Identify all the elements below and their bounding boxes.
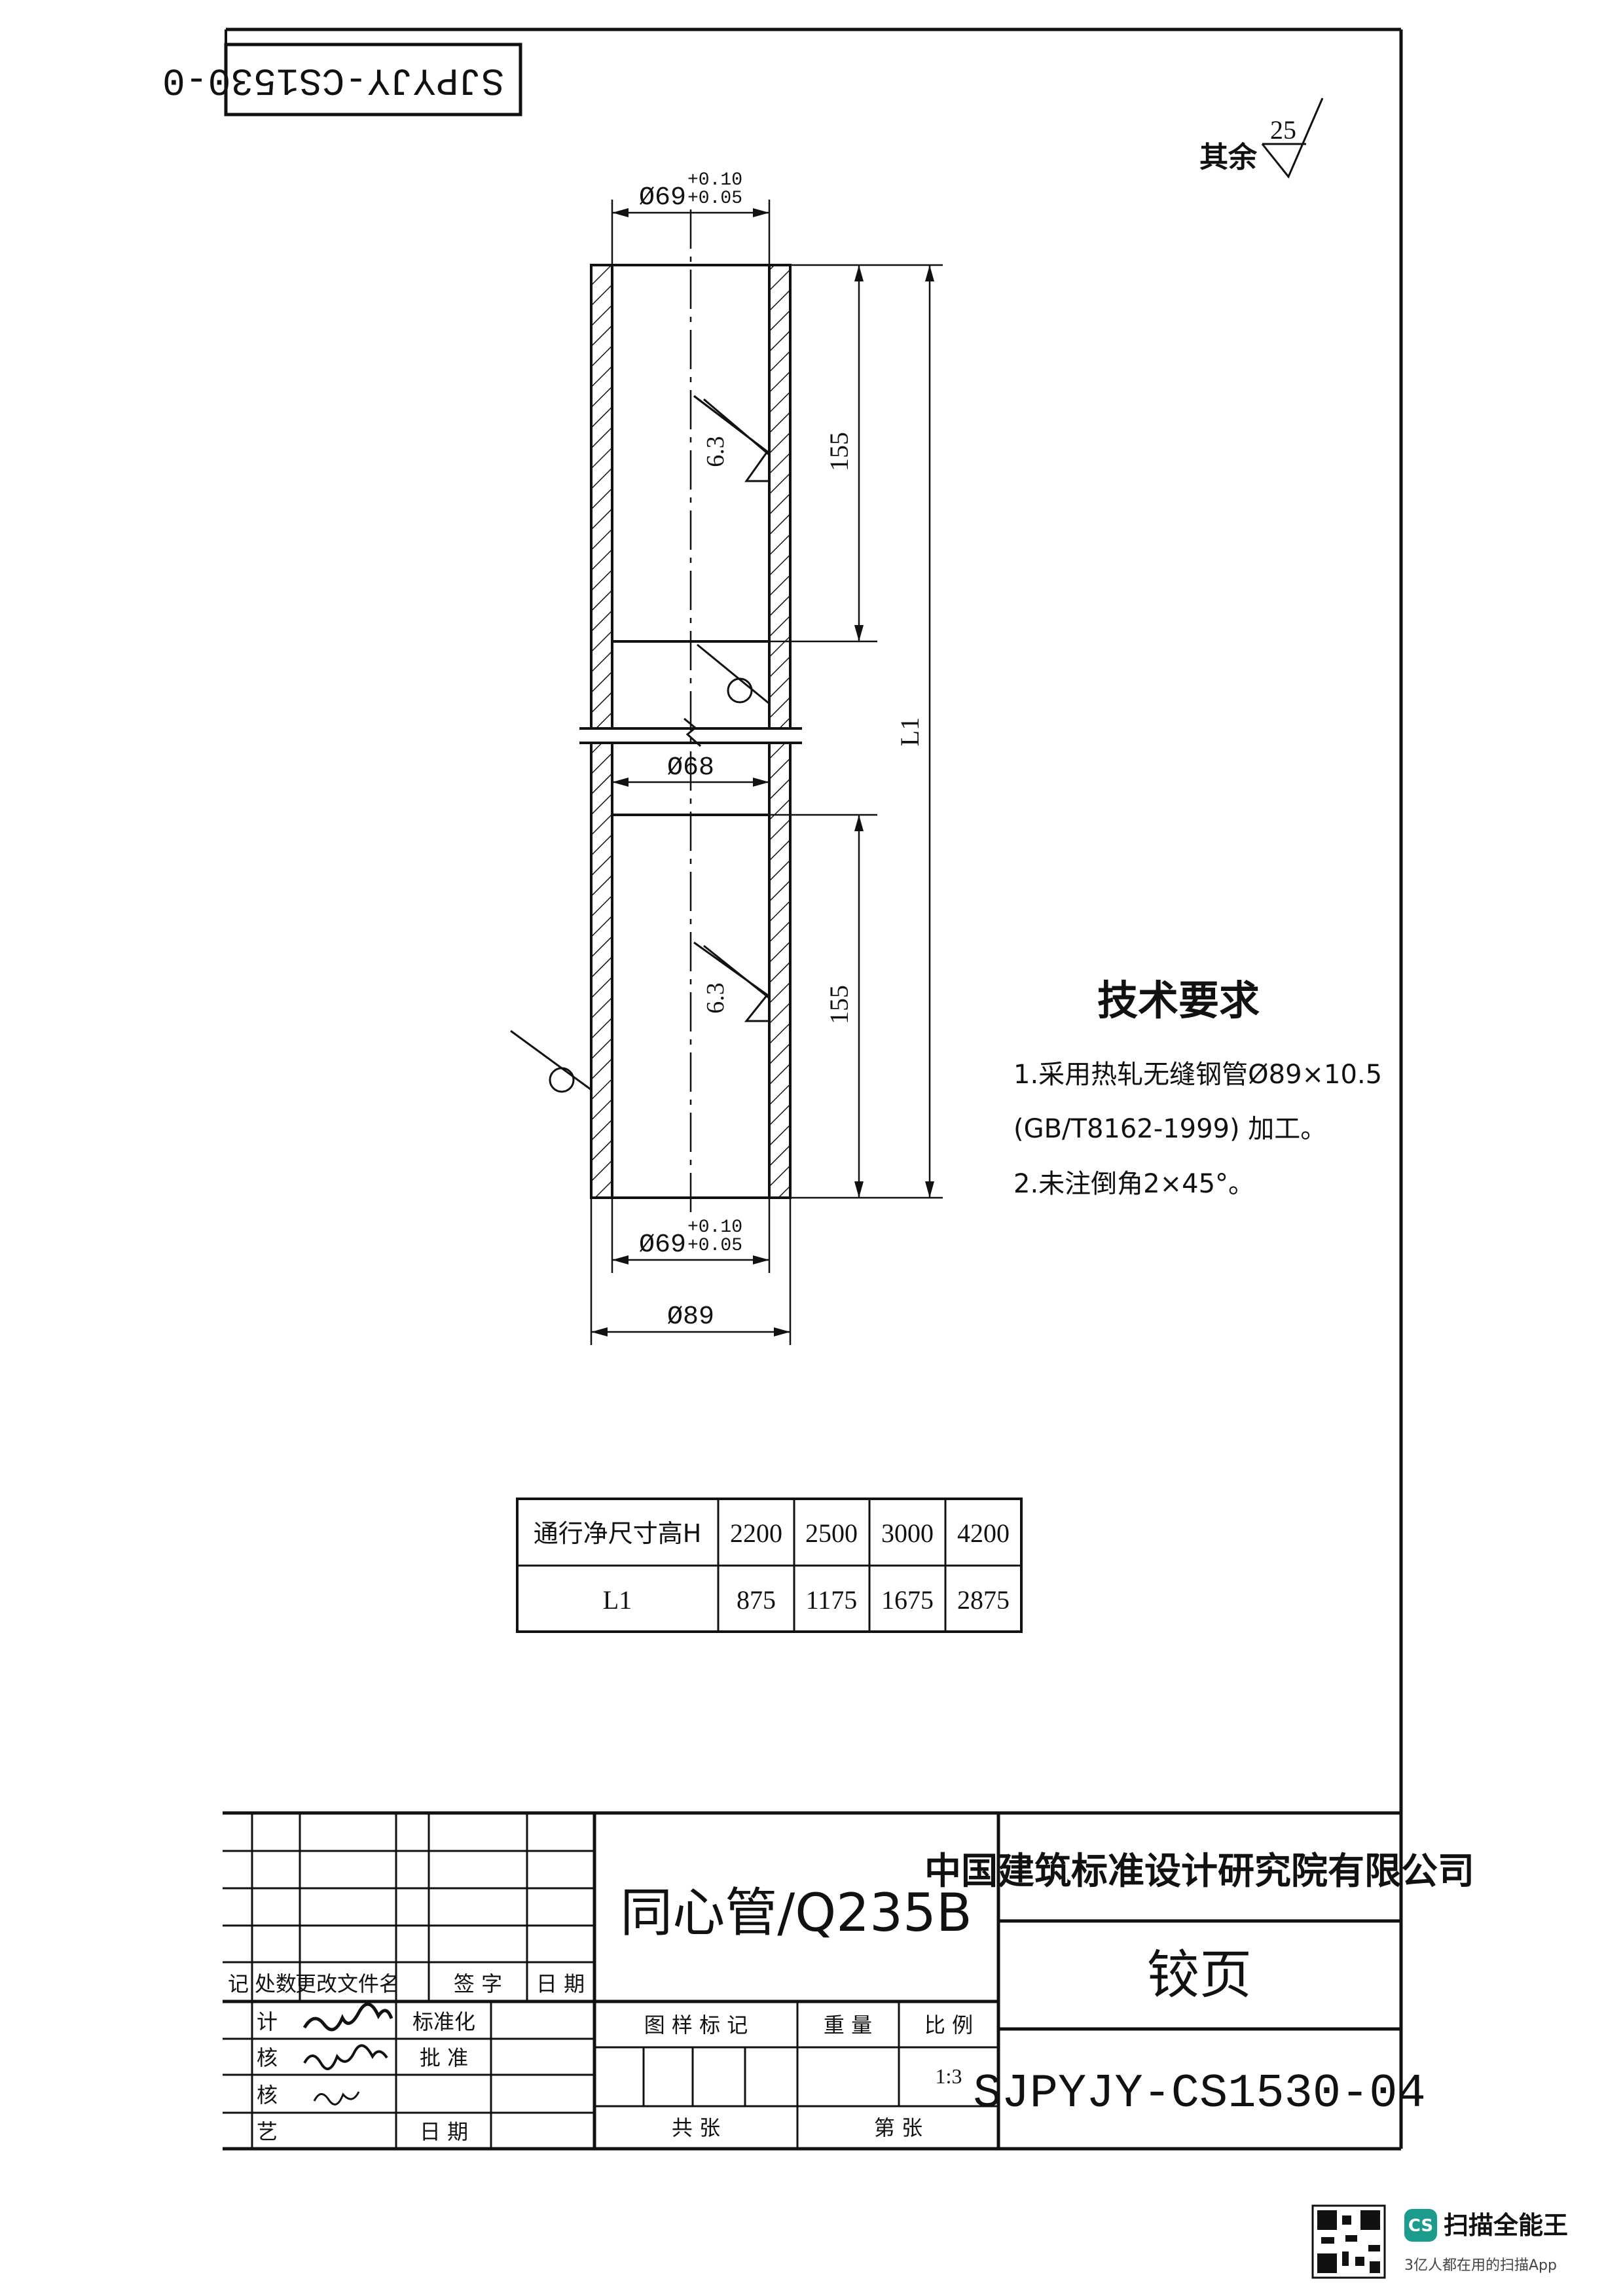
pipe-section-view — [579, 209, 802, 1217]
tb-part-name: 同心管/Q235B — [620, 1882, 972, 1943]
signature-designer — [302, 2002, 393, 2032]
table-l1-2875: 2875 — [957, 1585, 1010, 1615]
table-h-4200: 4200 — [957, 1518, 1010, 1548]
signature-reviewer — [313, 2091, 360, 2106]
tb-drawing-no: SJPYJY-CS1530-04 — [973, 2067, 1425, 2121]
size-table: 通行净尺寸高H L1 2200 2500 3000 4200 875 1175 … — [516, 1498, 1023, 1633]
tb-col-date: 日 期 — [536, 1971, 585, 1996]
wall-left-top — [590, 264, 613, 730]
len-bottom-value: 155 — [824, 985, 854, 1024]
table-h-3000: 3000 — [881, 1518, 934, 1548]
inner-mid-value: Ø68 — [667, 753, 714, 783]
tb-standardization: 标准化 — [412, 2009, 475, 2034]
watermark-brand: 扫描全能王 — [1444, 2211, 1568, 2240]
machining-symbol-inner — [697, 643, 770, 705]
len-top-value: 155 — [824, 432, 854, 471]
cs-logo-icon — [1404, 2209, 1437, 2242]
tech-line-2: (GB/T8162-1999) 加工。 — [1013, 1114, 1326, 1144]
tb-scale-label: 比 例 — [924, 2013, 973, 2037]
scanner-watermark: CS 扫描全能王 3亿人都在用的扫描App — [1311, 2204, 1568, 2279]
roughness-other-value: 25 — [1270, 115, 1296, 145]
dimension-bore-top: Ø69 +0.10 +0.05 — [611, 170, 771, 265]
roughness-other: 其余 25 — [1199, 98, 1324, 179]
technical-requirements: 技术要求 1.采用热轧无缝钢管Ø89×10.5 (GB/T8162-1999) … — [1013, 977, 1382, 1199]
tech-line-1: 1.采用热轧无缝钢管Ø89×10.5 — [1013, 1060, 1382, 1090]
table-row1-label: 通行净尺寸高H — [534, 1519, 702, 1548]
bore-bottom-tol-upper: +0.10 — [687, 1217, 742, 1238]
outer-value: Ø89 — [667, 1302, 714, 1332]
bore-top-value: Ø69 — [639, 183, 686, 213]
dimension-bore-bottom: Ø69 +0.10 +0.05 — [611, 1198, 771, 1273]
roughness-symbol-top: 6.3 — [693, 395, 770, 482]
bore-bottom-value: Ø69 — [639, 1230, 686, 1260]
qr-code-icon — [1311, 2204, 1386, 2279]
tech-line-3: 2.未注倒角2×45°。 — [1013, 1169, 1254, 1199]
table-row2-label: L1 — [603, 1585, 632, 1615]
roughness-other-label: 其余 — [1199, 141, 1258, 174]
tb-weight: 重 量 — [824, 2013, 872, 2037]
stamp-text: SJPYJY-CS1530-0 — [162, 58, 504, 101]
dimension-total-length: L1 — [790, 265, 943, 1199]
bore-top-tol-upper: +0.10 — [687, 170, 742, 190]
tb-approve: 批 准 — [420, 2045, 468, 2070]
table-h-2500: 2500 — [805, 1518, 858, 1548]
tb-date-label: 日 期 — [420, 2119, 468, 2144]
table-l1-875: 875 — [737, 1585, 776, 1615]
tb-col-count: 处数 — [255, 1971, 297, 1996]
tb-role-process: 艺 — [257, 2119, 278, 2144]
tb-role-check: 核 — [257, 2045, 278, 2070]
tb-role-review: 核 — [257, 2083, 278, 2108]
table-l1-1175: 1175 — [806, 1585, 858, 1615]
tb-col-mark: 记 — [228, 1971, 249, 1996]
machining-symbol-outer — [510, 1030, 592, 1093]
tb-sample-mark: 图 样 标 记 — [644, 2013, 748, 2037]
tb-scale-value: 1:3 — [936, 2064, 962, 2088]
tb-col-sign: 签 字 — [454, 1971, 502, 1996]
dimension-outer: Ø89 — [590, 1198, 792, 1345]
roughness-bottom-value: 6.3 — [702, 982, 729, 1014]
wall-right-top — [768, 264, 792, 730]
tb-col-doc: 更改文件名 — [295, 1971, 400, 1996]
roughness-symbol-bottom: 6.3 — [693, 941, 770, 1022]
tb-total-sheets: 共 张 — [672, 2115, 720, 2140]
tb-company: 中国建筑标准设计研究院有限公司 — [924, 1850, 1474, 1893]
bore-top-tol-lower: +0.05 — [687, 188, 742, 209]
tb-sheet-title: 铰页 — [1147, 1945, 1252, 2005]
total-length-value: L1 — [895, 717, 924, 746]
tech-title: 技术要求 — [1097, 977, 1260, 1024]
tb-sheet-no: 第 张 — [874, 2115, 922, 2140]
wall-left-bottom — [590, 742, 613, 1199]
roughness-top-value: 6.3 — [702, 436, 729, 467]
dimension-len-bottom: 155 — [769, 814, 877, 1198]
wall-right-bottom — [768, 742, 792, 1199]
signature-checker — [303, 2044, 388, 2070]
mirrored-drawing-stamp: SJPYJY-CS1530-0 — [162, 43, 522, 117]
title-block: 记 处数 更改文件名 签 字 日 期 计 核 核 艺 标准化 批 准 日 期 同… — [223, 1811, 1474, 2151]
bore-bottom-tol-lower: +0.05 — [687, 1236, 742, 1256]
tb-role-design: 计 — [257, 2009, 278, 2034]
table-l1-1675: 1675 — [881, 1585, 934, 1615]
dimension-inner-mid: Ø68 — [612, 753, 769, 787]
watermark-tagline: 3亿人都在用的扫描App — [1404, 2257, 1557, 2274]
cs-badge-text: CS — [1408, 2216, 1433, 2236]
table-h-2200: 2200 — [730, 1518, 782, 1548]
dimension-len-top: 155 — [769, 264, 943, 643]
